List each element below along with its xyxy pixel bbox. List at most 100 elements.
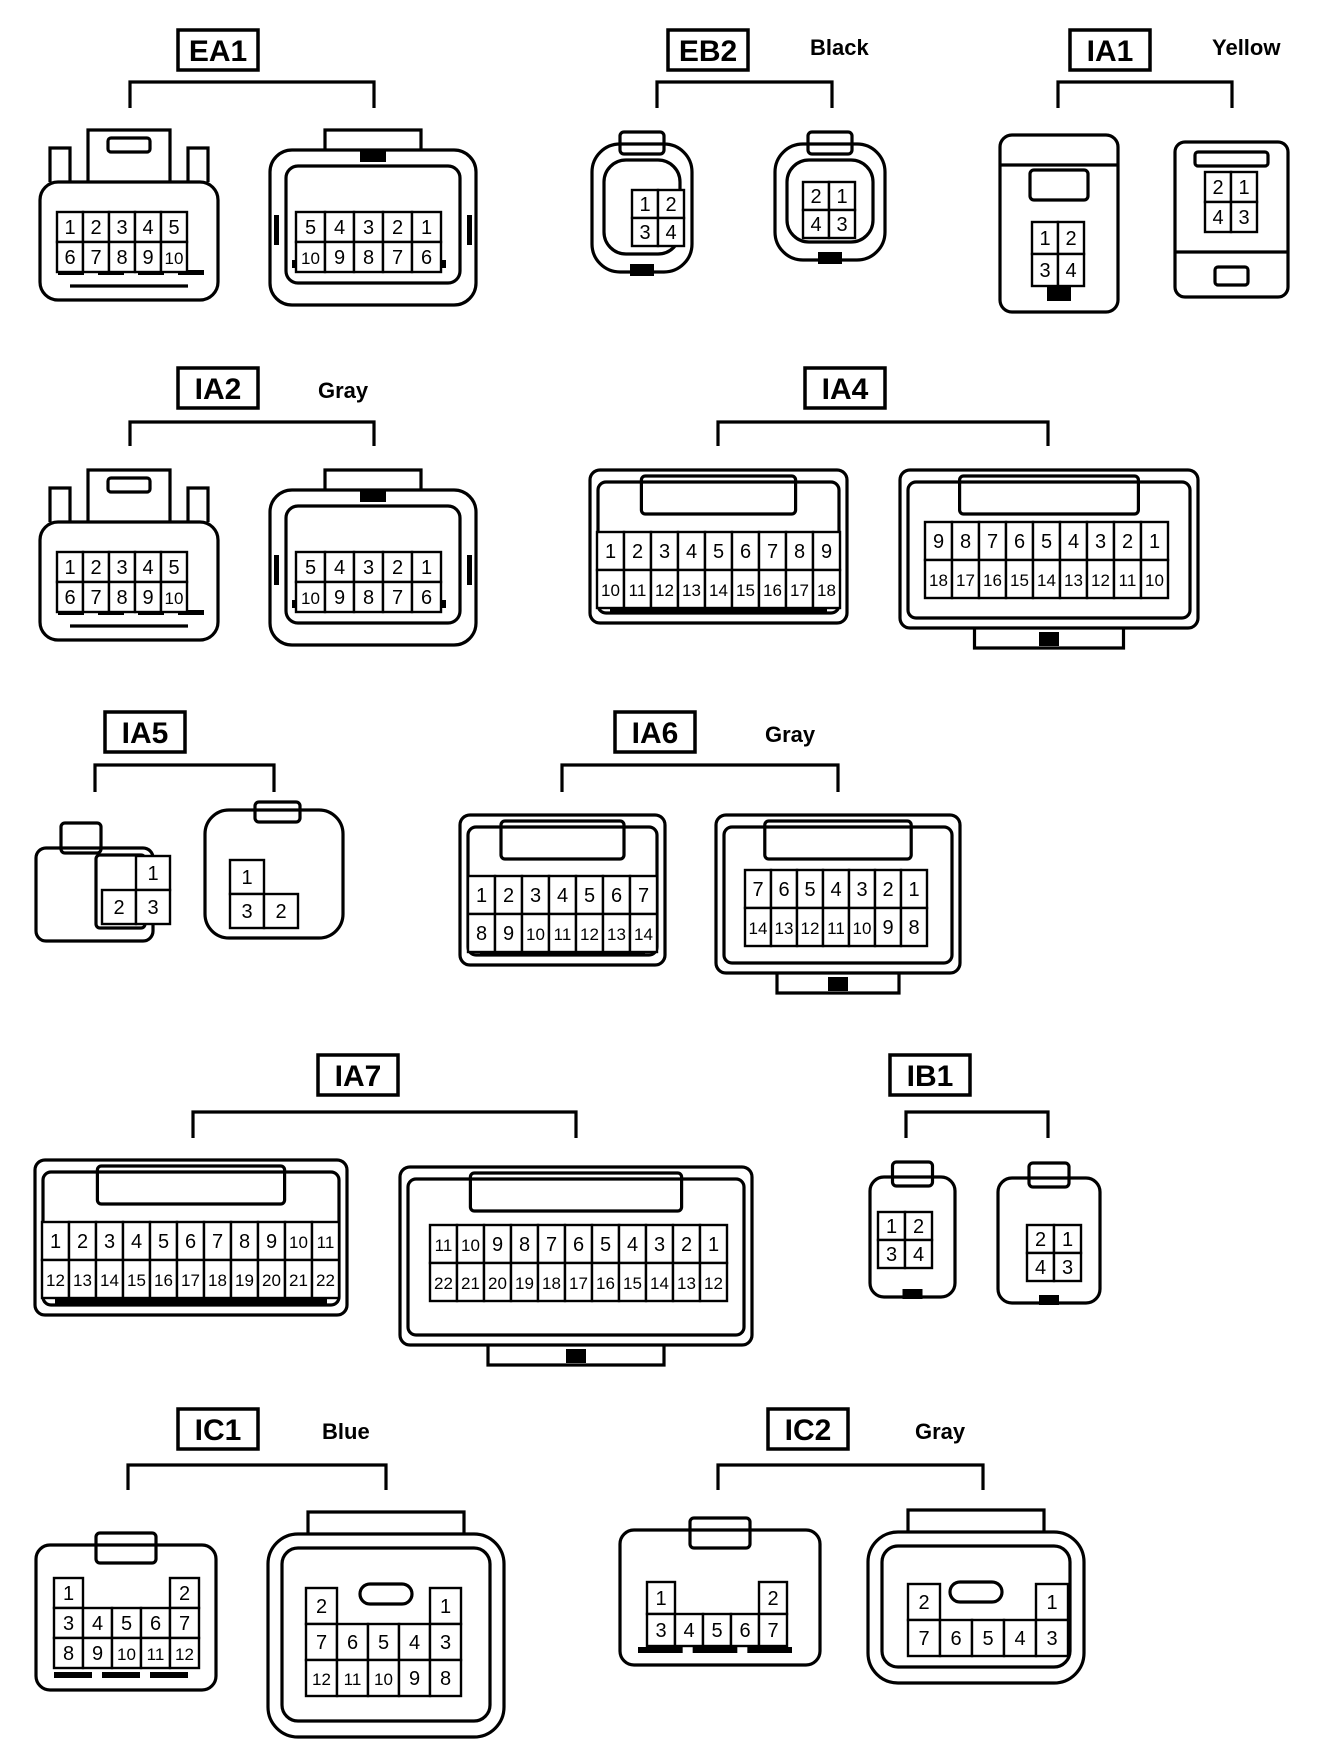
pin-number: 3 (659, 541, 670, 563)
connector-id: IA7 (335, 1060, 382, 1093)
pin-number: 14 (1037, 571, 1056, 590)
pin-number: 2 (1122, 531, 1133, 553)
pin-number: 4 (557, 885, 568, 907)
pin-cell (617, 1261, 648, 1303)
pin-cell (757, 568, 788, 610)
pin-cell (168, 1606, 201, 1640)
pin-number: 1 (1039, 228, 1050, 250)
pin-number: 20 (488, 1274, 507, 1293)
pin-number: 7 (752, 879, 763, 901)
connector-bracket (904, 1110, 1050, 1138)
connector-color: Yellow (1212, 35, 1281, 60)
pin-number: 15 (127, 1271, 146, 1290)
pin-number: 7 (918, 1628, 929, 1650)
pin-cell (676, 568, 707, 610)
pin-cell (410, 580, 443, 614)
pin-cell (139, 1636, 172, 1670)
pin-number: 3 (639, 222, 650, 244)
connector-label-box (888, 1053, 972, 1097)
pin-number: 12 (312, 1670, 331, 1689)
pin-cell (784, 568, 815, 610)
pin-number: 2 (665, 194, 676, 216)
pin-number: 9 (334, 587, 345, 609)
pin-cell (671, 1261, 702, 1303)
pin-number: 1 (421, 217, 432, 239)
connector-color: Black (810, 35, 869, 60)
connector-bracket (1056, 80, 1234, 108)
pin-number: 2 (913, 1216, 924, 1238)
pin-number: 19 (515, 1274, 534, 1293)
connector-bracket (128, 80, 376, 108)
pin-cell (121, 1258, 152, 1300)
pin-number: 22 (316, 1271, 335, 1290)
pin-number: 3 (1095, 531, 1106, 553)
pin-cell (628, 912, 659, 954)
pin-number: 4 (686, 541, 697, 563)
pin-number: 8 (363, 247, 374, 269)
pin-number: 4 (665, 222, 676, 244)
pin-number: 13 (73, 1271, 92, 1290)
pin-cell (730, 568, 761, 610)
pin-number: 13 (677, 1274, 696, 1293)
pin-cell (536, 1223, 567, 1265)
pin-number: 8 (476, 923, 487, 945)
pin-number: 7 (767, 541, 778, 563)
pin-number: 1 (440, 1596, 451, 1618)
pin-number: 11 (827, 919, 845, 938)
pin-cell (428, 1658, 463, 1698)
pin-number: 9 (409, 1668, 420, 1690)
pin-cell (262, 892, 300, 930)
pin-number: 10 (526, 925, 545, 944)
pin-cell (601, 912, 632, 954)
connector-bracket (560, 763, 840, 792)
connector-label-box (613, 710, 697, 754)
pin-cell (428, 1261, 459, 1303)
pin-cell (536, 1261, 567, 1303)
pin-number: 9 (334, 247, 345, 269)
pin-number: 14 (749, 919, 768, 938)
pin-cell (148, 1258, 179, 1300)
pin-number: 3 (1238, 207, 1249, 229)
pin-number: 7 (392, 587, 403, 609)
pin-number: 4 (627, 1234, 638, 1256)
pin-cell (256, 1258, 287, 1300)
pin-cell (168, 1636, 201, 1670)
connector-id: IA2 (195, 373, 242, 406)
connector-label-box (803, 366, 887, 410)
pin-number: 7 (90, 247, 101, 269)
pin-cell (310, 1258, 341, 1300)
pin-cell (107, 580, 137, 614)
pin-number: 13 (775, 919, 794, 938)
pin-number: 16 (763, 581, 782, 600)
pin-number: 3 (147, 897, 158, 919)
connector-bracket (716, 1463, 985, 1490)
pin-number: 9 (503, 923, 514, 945)
pin-number: 3 (116, 557, 127, 579)
pin-cell (294, 550, 327, 584)
pin-number: 6 (421, 247, 432, 269)
pin-number: 16 (596, 1274, 615, 1293)
connector-label-box (176, 1407, 260, 1451)
pin-number: 21 (461, 1274, 480, 1293)
pin-cell (903, 1238, 934, 1270)
connector-id: IA6 (632, 717, 679, 750)
pin-cell (228, 892, 266, 930)
pin-cell (811, 530, 842, 572)
pin-number: 1 (476, 885, 487, 907)
pin-cell (923, 558, 954, 600)
pin-cell (134, 854, 172, 892)
pin-cell (873, 906, 903, 948)
pin-number: 6 (1014, 531, 1025, 553)
pin-number: 2 (77, 1231, 88, 1253)
pin-cell (397, 1658, 432, 1698)
pin-number: 3 (654, 1234, 665, 1256)
pin-number: 10 (165, 589, 184, 608)
connector-id: IC2 (785, 1414, 832, 1447)
pin-number: 9 (821, 541, 832, 563)
